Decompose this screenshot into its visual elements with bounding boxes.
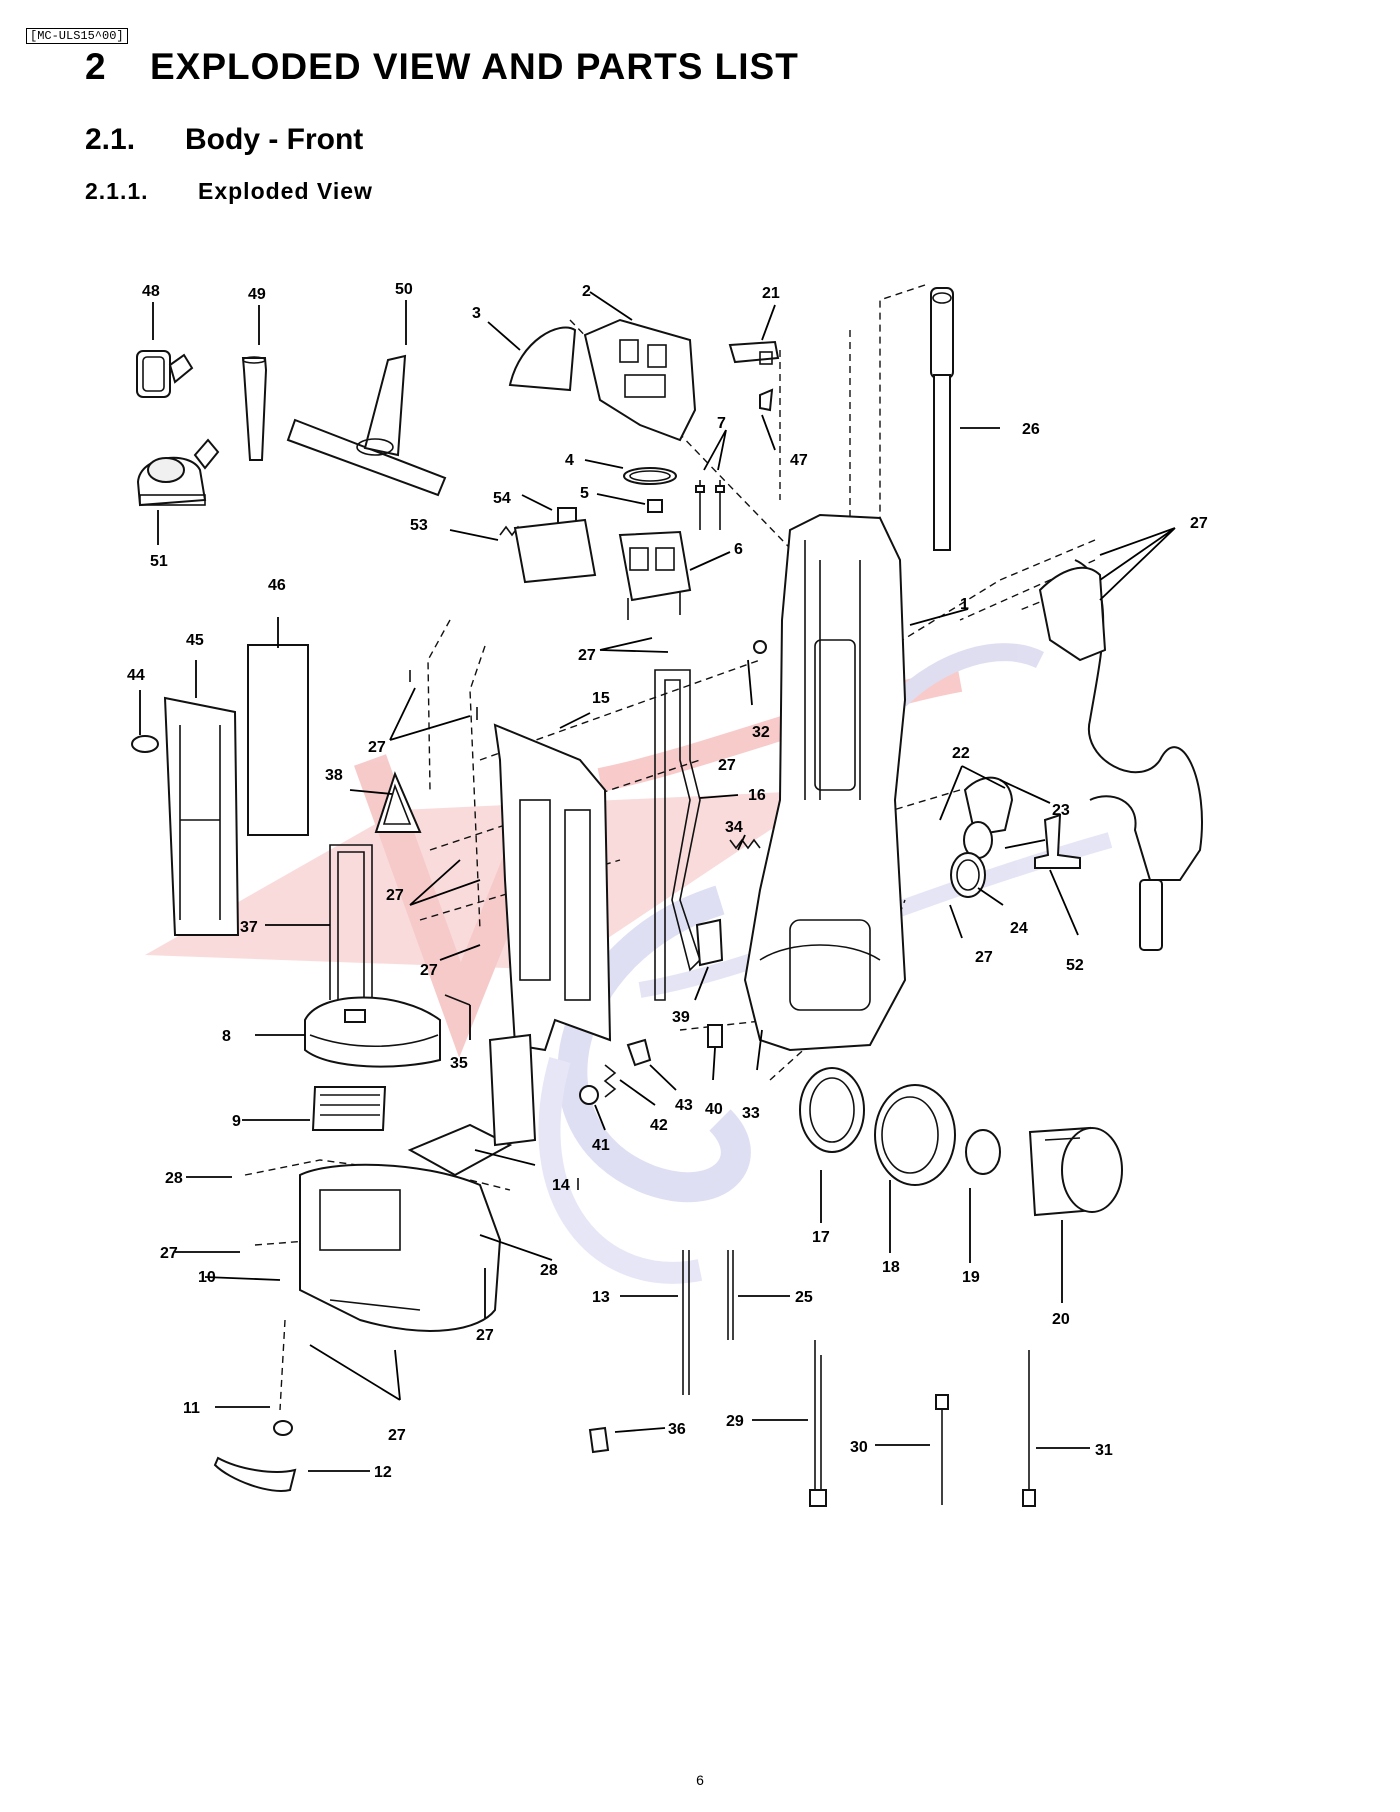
callout-27-a: 27: [1190, 515, 1208, 532]
callout-48: 48: [142, 283, 160, 300]
model-code: [MC-ULS15^00]: [26, 28, 128, 44]
callout-8: 8: [222, 1028, 231, 1045]
callout-35: 35: [450, 1055, 468, 1072]
section-heading: 2.1. Body - Front: [85, 123, 363, 157]
callout-30: 30: [850, 1439, 868, 1456]
callout-20: 20: [1052, 1311, 1070, 1328]
callout-21: 21: [762, 285, 780, 302]
callout-27-h: 27: [160, 1245, 178, 1262]
chapter-heading: 2 EXPLODED VIEW AND PARTS LIST: [85, 46, 799, 88]
callout-6: 6: [734, 541, 743, 558]
callout-37: 37: [240, 919, 258, 936]
callout-27-i: 27: [476, 1327, 494, 1344]
part-drawings: [131, 287, 1203, 1507]
callout-34: 34: [725, 819, 743, 836]
callout-2: 2: [582, 283, 591, 300]
callout-11: 11: [183, 1400, 200, 1417]
callout-10: 10: [198, 1269, 216, 1286]
leader-arrows: [139, 291, 1176, 1472]
subsection-heading: 2.1.1. Exploded View: [85, 178, 373, 205]
callout-29: 29: [726, 1413, 744, 1430]
section-title: Body - Front: [185, 123, 364, 156]
subsection-title: Exploded View: [198, 178, 373, 204]
callout-49: 49: [248, 286, 266, 303]
callout-46: 46: [268, 577, 286, 594]
callout-19: 19: [962, 1269, 980, 1286]
callout-52: 52: [1066, 957, 1084, 974]
callout-51: 51: [150, 553, 168, 570]
callout-27-e: 27: [386, 887, 404, 904]
callout-4: 4: [565, 452, 574, 469]
callout-41: 41: [592, 1137, 610, 1154]
callout-27-f: 27: [975, 949, 993, 966]
callout-43: 43: [675, 1097, 693, 1114]
callout-45: 45: [186, 632, 204, 649]
callout-26: 26: [1022, 421, 1040, 438]
callout-36: 36: [668, 1421, 686, 1438]
callout-14: 14: [552, 1177, 570, 1194]
callout-22: 22: [952, 745, 970, 762]
callout-28-a: 28: [165, 1170, 183, 1187]
callout-44: 44: [127, 667, 145, 684]
exploded-view-diagram: 48 49 50 3 2 21 26 47 7 4 5 54 53 6 51 1…: [127, 281, 1208, 1507]
callout-25: 25: [795, 1289, 813, 1306]
callout-27-j: 27: [388, 1427, 406, 1444]
callout-17: 17: [812, 1229, 830, 1246]
callout-27-g: 27: [420, 962, 438, 979]
callout-39: 39: [672, 1009, 690, 1026]
callout-5: 5: [580, 485, 589, 502]
callout-12: 12: [374, 1464, 392, 1481]
callout-16: 16: [748, 787, 766, 804]
callout-53: 53: [410, 517, 428, 534]
chapter-number: 2: [85, 46, 107, 87]
callout-18: 18: [882, 1259, 900, 1276]
callout-31: 31: [1095, 1442, 1113, 1459]
callout-40: 40: [705, 1101, 723, 1118]
callout-28-b: 28: [540, 1262, 558, 1279]
callout-27-d: 27: [718, 757, 736, 774]
callout-27-c: 27: [368, 739, 386, 756]
callout-42: 42: [650, 1117, 668, 1134]
section-number: 2.1.: [85, 123, 136, 156]
subsection-number: 2.1.1.: [85, 178, 149, 204]
callout-24: 24: [1010, 920, 1028, 937]
callout-1: 1: [960, 596, 969, 613]
callout-labels: 48 49 50 3 2 21 26 47 7 4 5 54 53 6 51 1…: [127, 281, 1208, 1481]
chapter-title: EXPLODED VIEW AND PARTS LIST: [150, 46, 799, 87]
callout-15: 15: [592, 690, 610, 707]
callout-23: 23: [1052, 802, 1070, 819]
callout-13: 13: [592, 1289, 610, 1306]
callout-47: 47: [790, 452, 808, 469]
callout-3: 3: [472, 305, 481, 322]
callout-32: 32: [752, 724, 770, 741]
callout-54: 54: [493, 490, 511, 507]
callout-38: 38: [325, 767, 343, 784]
callout-27-b: 27: [578, 647, 596, 664]
callout-9: 9: [232, 1113, 241, 1130]
page-number: 6: [696, 1772, 704, 1788]
callout-7: 7: [717, 415, 726, 432]
callout-50: 50: [395, 281, 413, 298]
callout-33: 33: [742, 1105, 760, 1122]
